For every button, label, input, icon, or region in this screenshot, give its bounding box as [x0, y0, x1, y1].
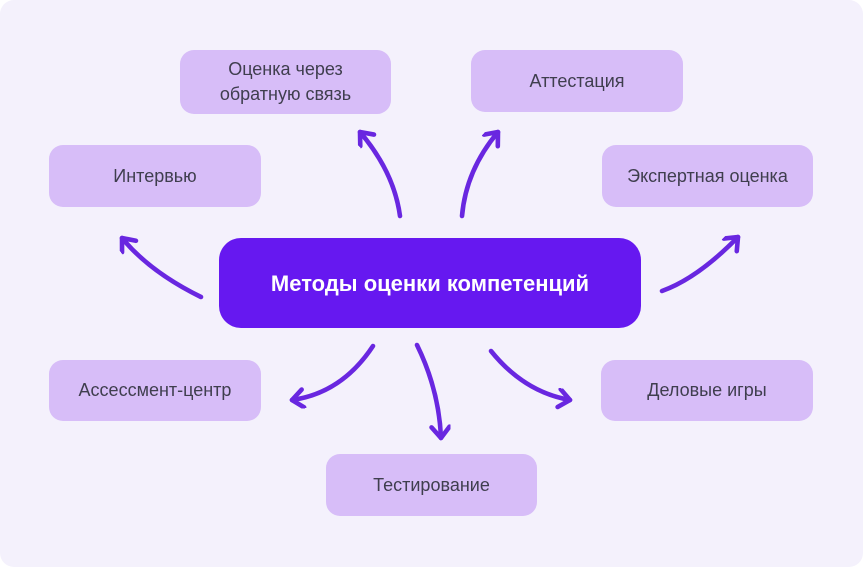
arrow-to-assessment — [289, 343, 376, 400]
arrow-to-testing — [414, 342, 441, 441]
node-testing-label: Тестирование — [373, 474, 490, 495]
node-assessment: Ассессмент-центр — [49, 360, 261, 421]
arrow-to-feedback — [357, 129, 403, 219]
node-feedback: Оценка через обратную связь — [180, 50, 391, 114]
node-interview: Интервью — [49, 145, 261, 207]
node-business-games-label: Деловые игры — [647, 380, 767, 400]
node-attestation: Аттестация — [471, 50, 683, 112]
node-interview-label: Интервью — [113, 165, 197, 186]
arrow-to-expert — [659, 234, 741, 294]
node-business-games: Деловые игры — [601, 360, 813, 421]
node-assessment-label: Ассессмент-центр — [78, 380, 232, 400]
node-attestation-label: Аттестация — [529, 70, 625, 91]
center-node: Методы оценки компетенций — [219, 238, 641, 328]
arrow-to-business-games — [488, 348, 573, 400]
center-node-label: Методы оценки компетенций — [270, 270, 590, 296]
node-expert-label: Экспертная оценка — [627, 165, 788, 186]
node-feedback-label: Оценка через обратную связь — [219, 59, 352, 104]
node-expert: Экспертная оценка — [602, 145, 813, 207]
node-testing: Тестирование — [326, 454, 537, 516]
arrow-to-interview — [119, 235, 204, 300]
arrow-to-attestation — [459, 129, 501, 219]
